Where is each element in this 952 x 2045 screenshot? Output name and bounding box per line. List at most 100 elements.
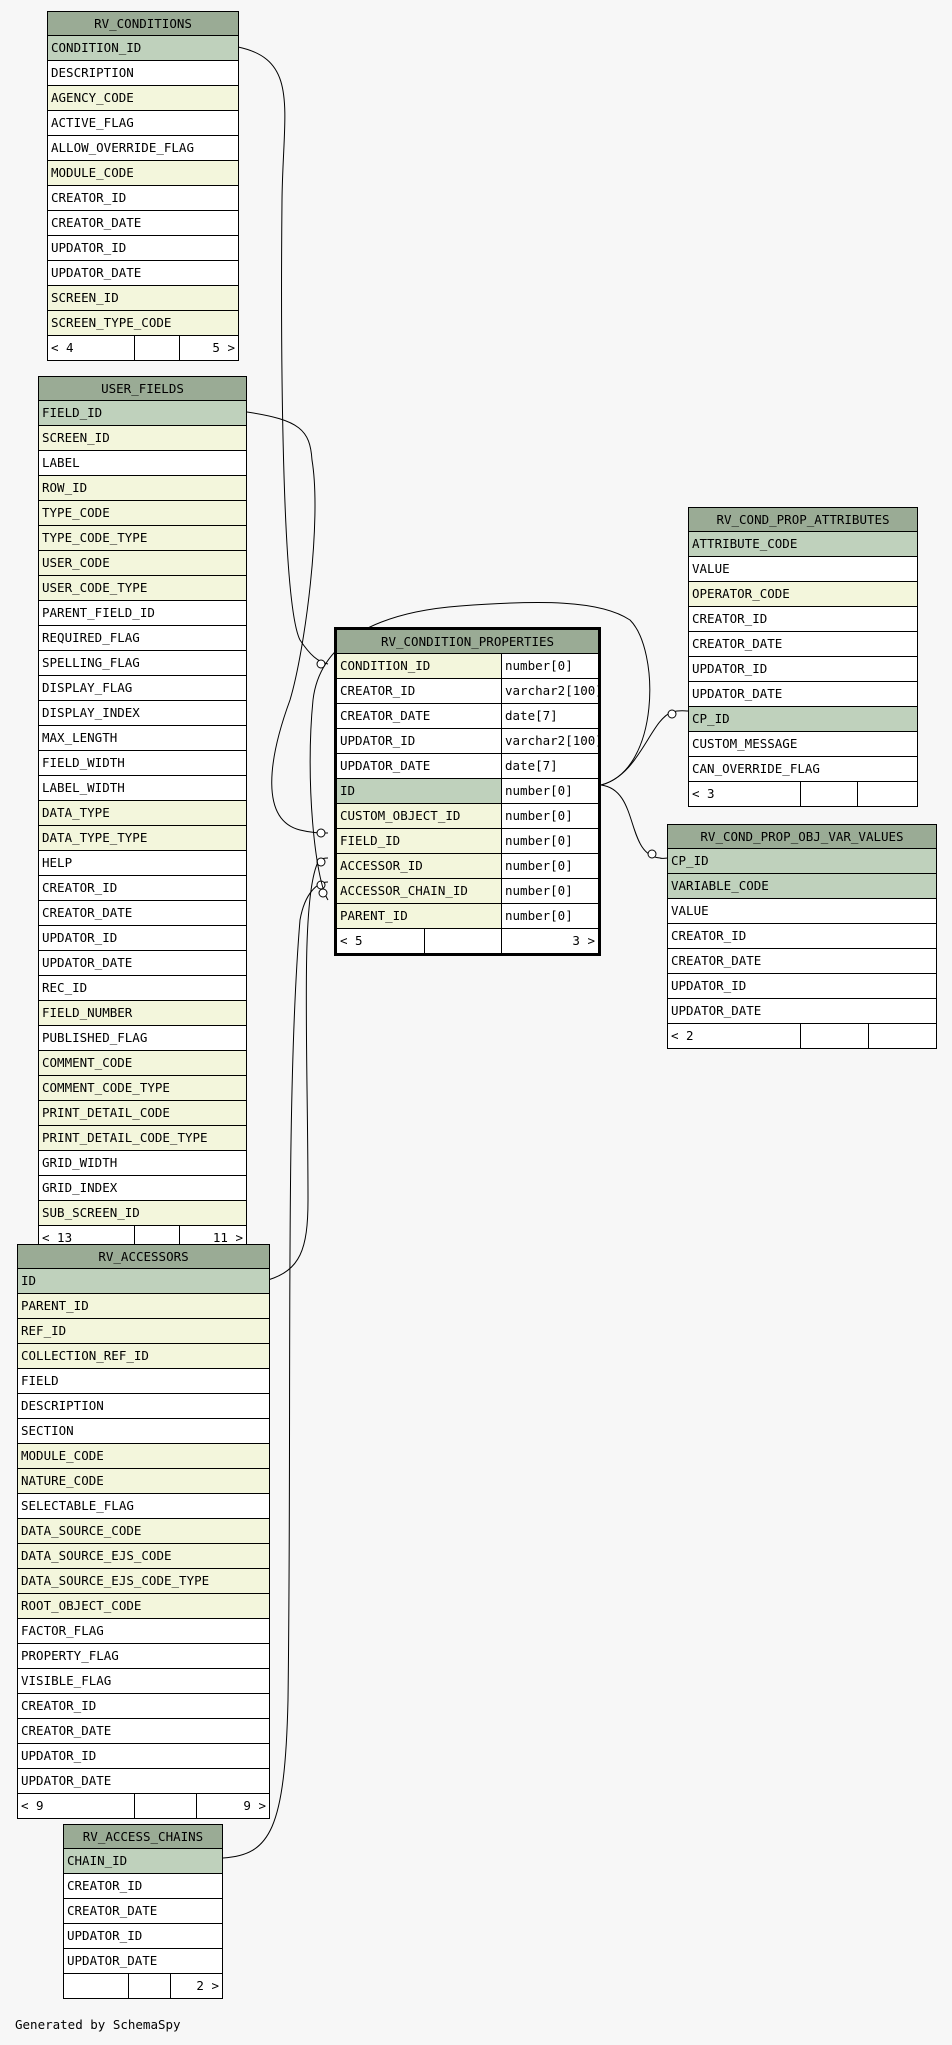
table-row[interactable]: CREATOR_DATE xyxy=(48,211,238,236)
table-row[interactable]: TYPE_CODE_TYPE xyxy=(39,526,246,551)
table-row[interactable]: UPDATOR_DATE xyxy=(689,682,917,707)
table-row[interactable]: CUSTOM_MESSAGE xyxy=(689,732,917,757)
table-row[interactable]: ACTIVE_FLAG xyxy=(48,111,238,136)
table-header[interactable]: RV_CONDITIONS xyxy=(48,12,238,36)
table-row[interactable]: PRINT_DETAIL_CODE_TYPE xyxy=(39,1126,246,1151)
table-row[interactable]: ROOT_OBJECT_CODE xyxy=(18,1594,269,1619)
table-row[interactable]: CP_ID xyxy=(668,849,936,874)
table-row[interactable]: PARENT_FIELD_ID xyxy=(39,601,246,626)
table-row[interactable]: CREATOR_DATE xyxy=(18,1719,269,1744)
table-row[interactable]: SECTION xyxy=(18,1419,269,1444)
parents-count[interactable] xyxy=(64,1974,129,1998)
children-count[interactable]: 9 > xyxy=(243,1798,266,1813)
table-row[interactable]: CAN_OVERRIDE_FLAG xyxy=(689,757,917,781)
table-row[interactable]: REF_ID xyxy=(18,1319,269,1344)
table-row[interactable]: DATA_TYPE xyxy=(39,801,246,826)
table-row[interactable]: FIELD xyxy=(18,1369,269,1394)
table-row[interactable]: TYPE_CODE xyxy=(39,501,246,526)
table-row[interactable]: GRID_WIDTH xyxy=(39,1151,246,1176)
table-row[interactable]: UPDATOR_DATE xyxy=(64,1949,222,1973)
table-row[interactable]: DATA_SOURCE_EJS_CODE_TYPE xyxy=(18,1569,269,1594)
table-row[interactable]: VARIABLE_CODE xyxy=(668,874,936,899)
table-row[interactable]: CHAIN_ID xyxy=(64,1849,222,1874)
table-header[interactable]: RV_CONDITION_PROPERTIES xyxy=(337,630,598,654)
table-row[interactable]: DISPLAY_INDEX xyxy=(39,701,246,726)
table-row[interactable]: SCREEN_ID xyxy=(39,426,246,451)
table-row[interactable]: CREATOR_DATE xyxy=(689,632,917,657)
table-row[interactable]: CREATOR_ID xyxy=(668,924,936,949)
table-row[interactable]: DATA_TYPE_TYPE xyxy=(39,826,246,851)
table-row[interactable]: DISPLAY_FLAG xyxy=(39,676,246,701)
table-row[interactable]: GRID_INDEX xyxy=(39,1176,246,1201)
table-row[interactable]: USER_CODE xyxy=(39,551,246,576)
table-row[interactable]: UPDATOR_DATE xyxy=(668,999,936,1023)
table-row[interactable]: PUBLISHED_FLAG xyxy=(39,1026,246,1051)
table-row[interactable]: NATURE_CODE xyxy=(18,1469,269,1494)
table-row[interactable]: UPDATOR_ID xyxy=(39,926,246,951)
table-row[interactable]: CREATOR_ID xyxy=(64,1874,222,1899)
table-row[interactable]: FIELD_ID xyxy=(39,401,246,426)
table-row[interactable]: PARENT_ID xyxy=(18,1294,269,1319)
table-row[interactable]: UPDATOR_ID xyxy=(689,657,917,682)
table-row[interactable]: ID xyxy=(18,1269,269,1294)
children-count[interactable]: 5 > xyxy=(212,340,235,355)
table-header[interactable]: RV_COND_PROP_ATTRIBUTES xyxy=(689,508,917,532)
table-row[interactable]: DATA_SOURCE_EJS_CODE xyxy=(18,1544,269,1569)
table-row[interactable]: VALUE xyxy=(689,557,917,582)
table-row[interactable]: CREATOR_ID xyxy=(48,186,238,211)
table-header[interactable]: RV_COND_PROP_OBJ_VAR_VALUES xyxy=(668,825,936,849)
table-row[interactable]: CREATOR_DATE xyxy=(668,949,936,974)
table-row[interactable]: UPDATOR_DATE xyxy=(18,1769,269,1793)
table-row[interactable]: COLLECTION_REF_ID xyxy=(18,1344,269,1369)
table-row[interactable]: COMMENT_CODE_TYPE xyxy=(39,1076,246,1101)
table-row[interactable]: ALLOW_OVERRIDE_FLAG xyxy=(48,136,238,161)
table-header[interactable]: RV_ACCESS_CHAINS xyxy=(64,1825,222,1849)
table-row[interactable]: UPDATOR_ID xyxy=(48,236,238,261)
table-row[interactable]: LABEL_WIDTH xyxy=(39,776,246,801)
table-row[interactable]: CREATOR_ID xyxy=(39,876,246,901)
children-count[interactable]: 11 > xyxy=(212,1230,243,1245)
table-row[interactable]: REC_ID xyxy=(39,976,246,1001)
table-row[interactable]: DESCRIPTION xyxy=(18,1394,269,1419)
table-header[interactable]: USER_FIELDS xyxy=(39,377,246,401)
table-row[interactable]: VALUE xyxy=(668,899,936,924)
table-row[interactable]: CREATOR_DATE xyxy=(39,901,246,926)
table-header[interactable]: RV_ACCESSORS xyxy=(18,1245,269,1269)
table-row[interactable]: DATA_SOURCE_CODE xyxy=(18,1519,269,1544)
children-count[interactable] xyxy=(858,782,917,806)
table-row[interactable]: COMMENT_CODE xyxy=(39,1051,246,1076)
table-row[interactable]: UPDATOR_ID xyxy=(18,1744,269,1769)
table-row[interactable]: MODULE_CODE xyxy=(48,161,238,186)
table-row[interactable]: SCREEN_TYPE_CODE xyxy=(48,311,238,335)
table-row[interactable]: REQUIRED_FLAG xyxy=(39,626,246,651)
table-row[interactable]: CONDITION_ID xyxy=(48,36,238,61)
table-row[interactable]: FIELD_NUMBER xyxy=(39,1001,246,1026)
table-row[interactable]: SCREEN_ID xyxy=(48,286,238,311)
children-count[interactable]: 3 > xyxy=(572,933,595,948)
table-row[interactable]: FACTOR_FLAG xyxy=(18,1619,269,1644)
table-row[interactable]: UPDATOR_ID xyxy=(668,974,936,999)
parents-count[interactable]: < 13 xyxy=(39,1226,135,1250)
table-row[interactable]: LABEL xyxy=(39,451,246,476)
children-count[interactable] xyxy=(869,1024,936,1048)
table-row[interactable]: OPERATOR_CODE xyxy=(689,582,917,607)
table-row[interactable]: DESCRIPTION xyxy=(48,61,238,86)
table-row[interactable]: ROW_ID xyxy=(39,476,246,501)
table-row[interactable]: CREATOR_DATE xyxy=(64,1899,222,1924)
children-count[interactable]: 2 > xyxy=(196,1978,219,1993)
parents-count[interactable]: < 4 xyxy=(48,336,135,360)
table-row[interactable]: SELECTABLE_FLAG xyxy=(18,1494,269,1519)
